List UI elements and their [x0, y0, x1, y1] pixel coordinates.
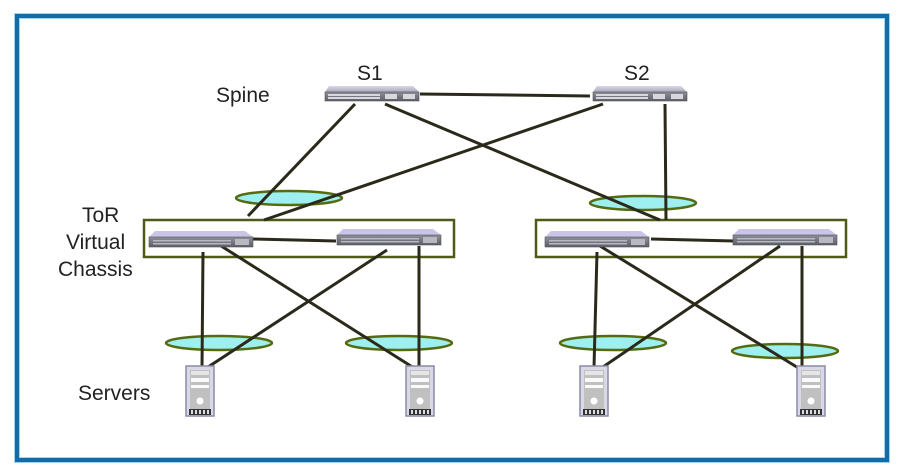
link-s2-vc-right — [663, 103, 668, 221]
link-tor1a-srv2 — [217, 242, 415, 370]
link-s1-vc-right — [384, 102, 661, 222]
spine-switch-s2-label: S2 — [624, 62, 650, 85]
tor-switch-1b — [336, 228, 442, 246]
spine-switch-s1 — [324, 85, 420, 102]
lag-srv-2 — [344, 334, 454, 352]
link-tor2b-srv3 — [599, 244, 781, 371]
tor-switch-2a — [544, 230, 650, 248]
server-3 — [579, 365, 609, 417]
virtual-chassis-left — [142, 218, 456, 259]
link-tor2a-srv4 — [599, 244, 801, 371]
spine-label: Spine — [216, 84, 270, 107]
link-vc-right-stack — [650, 237, 735, 243]
spine-switch-s2 — [592, 85, 688, 102]
link-s1-s2 — [419, 92, 591, 98]
tor-label-line3: Chassis — [58, 258, 133, 281]
link-s2-vc-left — [263, 102, 604, 222]
server-2 — [405, 365, 435, 417]
tor-switch-2b — [732, 228, 838, 246]
tor-label-line1: ToR — [82, 204, 119, 227]
link-tor2a-srv3 — [592, 251, 599, 369]
spine-switch-s1-label: S1 — [357, 62, 383, 85]
tor-label-line2: Virtual — [66, 231, 125, 254]
link-vc-left-stack — [251, 237, 337, 243]
tor-switch-1a — [148, 230, 254, 248]
link-tor1a-srv1 — [200, 251, 205, 369]
lag-srv-4 — [730, 342, 840, 360]
link-tor1b-srv1 — [204, 248, 388, 371]
link-s1-vc-left — [246, 102, 357, 218]
lag-srv-3 — [558, 334, 668, 352]
lag-vc-right-uplink — [588, 194, 698, 212]
servers-label: Servers — [78, 382, 150, 405]
lag-srv-1 — [164, 334, 274, 352]
server-4 — [796, 365, 826, 417]
server-1 — [185, 365, 215, 417]
virtual-chassis-right — [534, 218, 848, 259]
